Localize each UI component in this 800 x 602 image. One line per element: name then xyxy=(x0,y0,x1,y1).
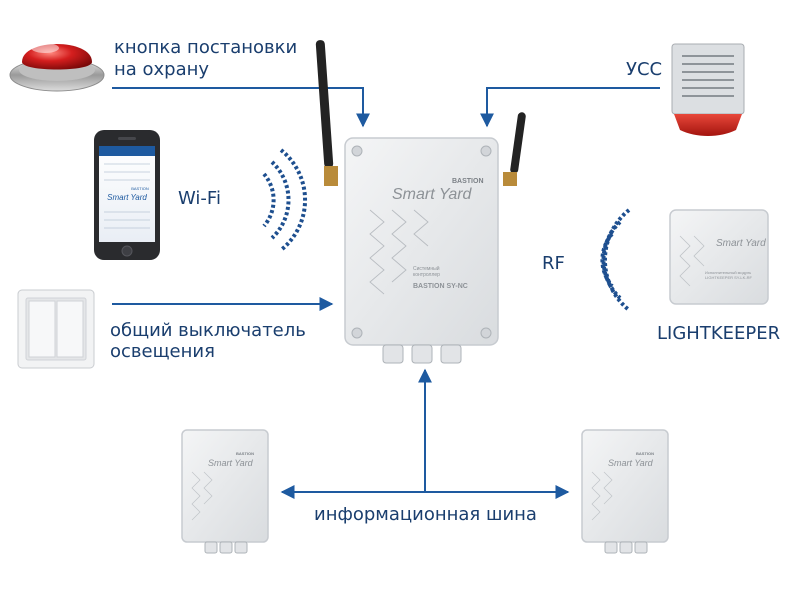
central-model: BASTION SY-NC xyxy=(413,283,468,290)
bus-device-left: BASTION Smart Yard xyxy=(181,429,269,554)
siren-icon xyxy=(671,43,745,136)
arm-button-arrow xyxy=(112,87,370,128)
info-bus-arrows xyxy=(280,368,570,499)
lightkeeper-label: LIGHTKEEPER xyxy=(657,323,781,344)
main-antenna xyxy=(315,40,334,168)
phone-brand: BASTION xyxy=(131,186,149,191)
siren-arrow xyxy=(480,87,660,128)
rf-label: RF xyxy=(542,253,565,274)
switch-label-line1: общий выключатель xyxy=(110,320,306,341)
switch-label-line2: освещения xyxy=(110,341,215,362)
bus-left-product: Smart Yard xyxy=(208,458,254,468)
rf-waves-icon xyxy=(600,208,631,312)
central-product: Smart Yard xyxy=(392,186,473,203)
arm-button-icon xyxy=(9,43,105,92)
phone-app-name: Smart Yard xyxy=(107,193,147,202)
lightkeeper-product: Smart Yard xyxy=(716,238,766,249)
bus-right-brand: BASTION xyxy=(636,451,654,456)
siren-label: УСС xyxy=(626,59,663,80)
arm-button-label-line1: кнопка постановки xyxy=(114,37,298,58)
bus-device-right: BASTION Smart Yard xyxy=(581,429,669,554)
central-brand: BASTION xyxy=(452,178,484,185)
smartphone-icon: Smart Yard BASTION xyxy=(94,130,160,260)
wifi-label: Wi-Fi xyxy=(178,188,221,209)
light-switch-icon xyxy=(17,289,95,369)
bus-right-product: Smart Yard xyxy=(608,458,654,468)
arm-button-label-line2: на охрану xyxy=(114,59,210,80)
bus-left-brand: BASTION xyxy=(236,451,254,456)
info-bus-label: информационная шина xyxy=(314,504,537,525)
wifi-waves-icon xyxy=(262,148,308,252)
secondary-antenna xyxy=(510,112,526,174)
